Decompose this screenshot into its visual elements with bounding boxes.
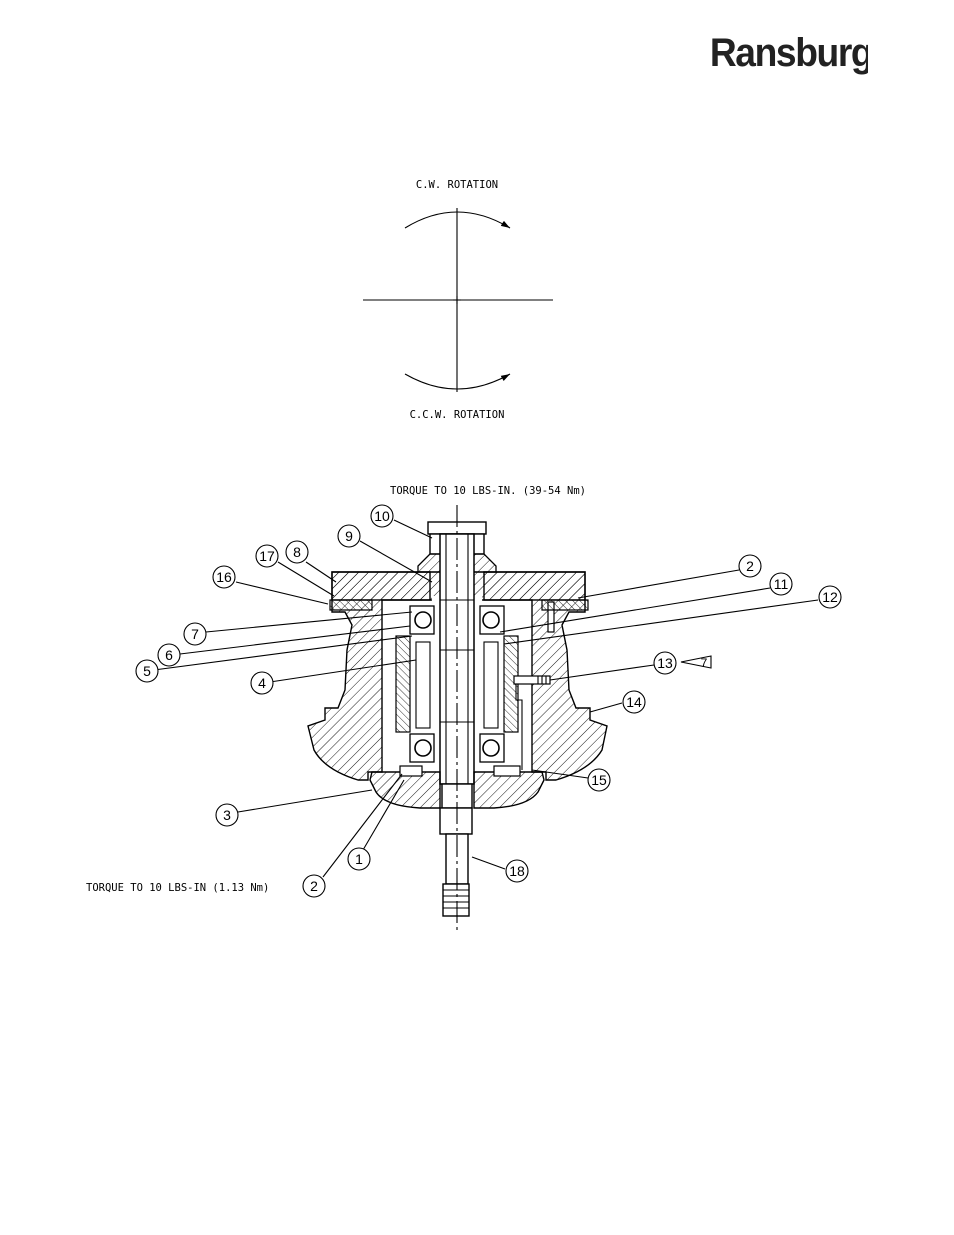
callout-11: 11 <box>770 573 792 595</box>
svg-text:5: 5 <box>143 663 151 679</box>
svg-text:11: 11 <box>774 576 789 592</box>
svg-text:2: 2 <box>746 558 754 574</box>
svg-text:12: 12 <box>822 589 838 605</box>
svg-text:16: 16 <box>216 569 232 585</box>
svg-text:17: 17 <box>259 548 275 564</box>
callout-4: 4 <box>251 672 273 694</box>
callout-18: 18 <box>506 860 528 882</box>
svg-text:10: 10 <box>374 508 390 524</box>
svg-text:8: 8 <box>293 544 301 560</box>
svg-text:6: 6 <box>165 647 173 663</box>
bottom-torque-note: TORQUE TO 10 LBS-IN (1.13 Nm) <box>86 882 269 894</box>
svg-text:7: 7 <box>191 626 199 642</box>
svg-text:2: 2 <box>310 878 318 894</box>
callout-14: 14 <box>623 691 645 713</box>
svg-text:4: 4 <box>258 675 266 691</box>
svg-text:1: 1 <box>355 851 363 867</box>
cw-rotation-label: C.W. ROTATION <box>416 179 498 191</box>
callout-1: 1 <box>348 848 370 870</box>
rotation-diagram: C.W. ROTATION C.C.W. ROTATION <box>363 179 553 421</box>
callout-15: 15 <box>588 769 610 791</box>
callout-12: 12 <box>819 586 841 608</box>
callout-5: 5 <box>136 660 158 682</box>
callout-8: 8 <box>286 541 308 563</box>
callout-10: 10 <box>371 505 393 527</box>
callout-2-top: 2 <box>739 555 761 577</box>
lower-shaft <box>440 784 472 916</box>
callout-13: 13 <box>654 652 676 674</box>
ccw-rotation-label: C.C.W. ROTATION <box>410 409 505 421</box>
svg-text:9: 9 <box>345 528 353 544</box>
svg-text:3: 3 <box>223 807 231 823</box>
callout-3: 3 <box>216 804 238 826</box>
callout-2-bottom: 2 <box>303 875 325 897</box>
svg-text:13: 13 <box>657 655 673 671</box>
svg-text:14: 14 <box>626 694 642 710</box>
callout-16: 16 <box>213 566 235 588</box>
callout-13-flag-label: 7 <box>701 656 708 670</box>
svg-text:18: 18 <box>509 863 525 879</box>
callout-7: 7 <box>184 623 206 645</box>
callout-6: 6 <box>158 644 180 666</box>
callout-9: 9 <box>338 525 360 547</box>
callout-17: 17 <box>256 545 278 567</box>
svg-text:15: 15 <box>591 772 607 788</box>
spacer-sleeve <box>396 636 410 732</box>
top-torque-note: TORQUE TO 10 LBS-IN. (39-54 Nm) <box>390 485 586 497</box>
